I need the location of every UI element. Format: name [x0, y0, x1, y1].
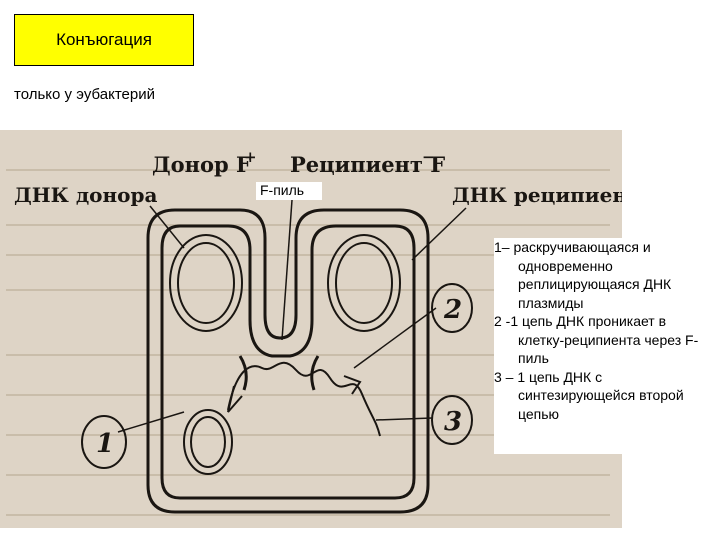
legend-box: 1– раскручивающаяся и одновременно репли…	[494, 238, 716, 454]
donor-sign: +	[244, 148, 257, 166]
pointer-lines	[117, 199, 467, 433]
marker-circles	[81, 283, 473, 469]
recipient-dna-label: ДНК реципиент	[452, 183, 622, 207]
donor-plasmid	[169, 234, 243, 332]
recipient-plasmid-inner	[335, 242, 393, 324]
marker-1-pointer	[117, 411, 185, 433]
title-text: Конъюгация	[56, 30, 152, 49]
recipient-sign: −	[422, 148, 435, 166]
title-box: Конъюгация	[14, 14, 194, 66]
outer-membrane	[146, 208, 430, 514]
arrowhead-recipient	[343, 375, 362, 395]
subtitle: только у эубактерий	[14, 86, 155, 103]
unwinding-plasmid	[183, 409, 233, 475]
transferred-dna	[227, 361, 381, 437]
donor-dna-pointer	[149, 205, 185, 249]
marker-1-circle	[81, 415, 127, 469]
donor-dna-label: ДНК донора	[14, 183, 157, 207]
marker-3-pointer	[375, 417, 433, 421]
conjugation-diagram: Донор F + Реципиент F − ДНК донора ДНК р…	[6, 148, 622, 516]
donor-label: Донор F	[152, 152, 251, 177]
inner-membrane	[160, 224, 416, 500]
marker-1: 1	[96, 429, 114, 459]
marker-3-circle	[431, 395, 473, 445]
plasmid-rings	[169, 234, 401, 475]
recipient-plasmid	[327, 234, 401, 332]
marker-3: 3	[444, 407, 462, 437]
legend-item-1: 1– раскручивающаяся и одновременно репли…	[494, 239, 672, 311]
marker-2-pointer	[353, 307, 437, 369]
recipient-dna-pointer	[411, 207, 467, 261]
legend-item-2: 2 -1 цепь ДНК проникает в клетку-реципие…	[494, 313, 699, 366]
donor-plasmid-inner	[177, 242, 235, 324]
pilus-label-bg	[256, 182, 322, 200]
unwinding-plasmid-inner	[190, 416, 226, 468]
dna-single-strand	[227, 361, 381, 437]
marker-2: 2	[443, 295, 462, 325]
marker-2-circle	[431, 283, 473, 333]
cell-outlines	[146, 208, 430, 514]
recipient-label: Реципиент F	[290, 152, 445, 177]
arrowhead-donor	[227, 385, 243, 413]
pilus-pointer	[281, 199, 293, 341]
legend-item-3: 3 – 1 цепь ДНК с синтезирующейся второй …	[494, 368, 684, 422]
pilus-label: F-пиль	[260, 182, 304, 198]
membrane-neck-left	[238, 355, 248, 391]
